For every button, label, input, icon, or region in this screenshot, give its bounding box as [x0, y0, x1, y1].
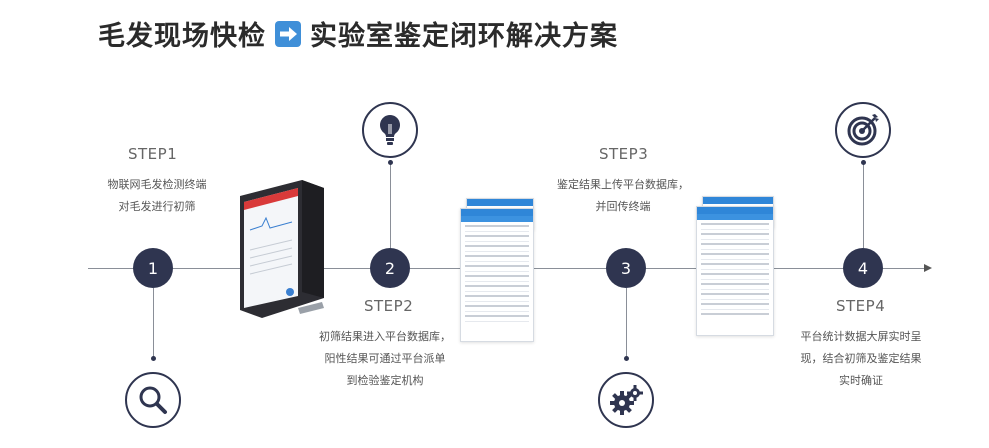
step2-label: STEP2: [364, 297, 414, 315]
target-icon: [835, 102, 891, 158]
connector-step4: [863, 160, 864, 248]
step3-node: 3: [606, 248, 646, 288]
app-screen-step3: [696, 206, 774, 336]
right-arrow-icon: [275, 20, 301, 47]
step3-description: 鉴定结果上传平台数据库， 并回传终端: [557, 178, 689, 213]
step1-node: 1: [133, 248, 173, 288]
step1-description: 物联网毛发检测终端 对毛发进行初筛: [107, 178, 207, 213]
title-left: 毛发现场快检: [98, 21, 266, 52]
step1-label: STEP1: [128, 145, 178, 163]
step2-node: 2: [370, 248, 410, 288]
detection-terminal-image: [232, 180, 332, 320]
step2-description: 初筛结果进入平台数据库， 阳性结果可通过平台派单 到检验鉴定机构: [319, 330, 451, 387]
connector-dot-step4: [861, 160, 866, 165]
magnifier-icon: [125, 372, 181, 428]
step4-node: 4: [843, 248, 883, 288]
gears-icon: [598, 372, 654, 428]
step4-description: 平台统计数据大屏实时呈 现，结合初筛及鉴定结果 实时确证: [800, 330, 922, 387]
connector-dot-step3: [624, 356, 629, 361]
page-title: 毛发现场快检 实验室鉴定闭环解决方案: [98, 14, 618, 53]
step3-label: STEP3: [599, 145, 649, 163]
timeline-arrowhead: [924, 264, 932, 272]
connector-step3: [626, 288, 627, 358]
title-right: 实验室鉴定闭环解决方案: [310, 21, 618, 52]
connector-step2: [390, 160, 391, 248]
step4-label: STEP4: [836, 297, 886, 315]
connector-dot-step1: [151, 356, 156, 361]
connector-step1: [153, 288, 154, 358]
lightbulb-icon: [362, 102, 418, 158]
connector-dot-step2: [388, 160, 393, 165]
app-screen-step2: [460, 208, 534, 342]
